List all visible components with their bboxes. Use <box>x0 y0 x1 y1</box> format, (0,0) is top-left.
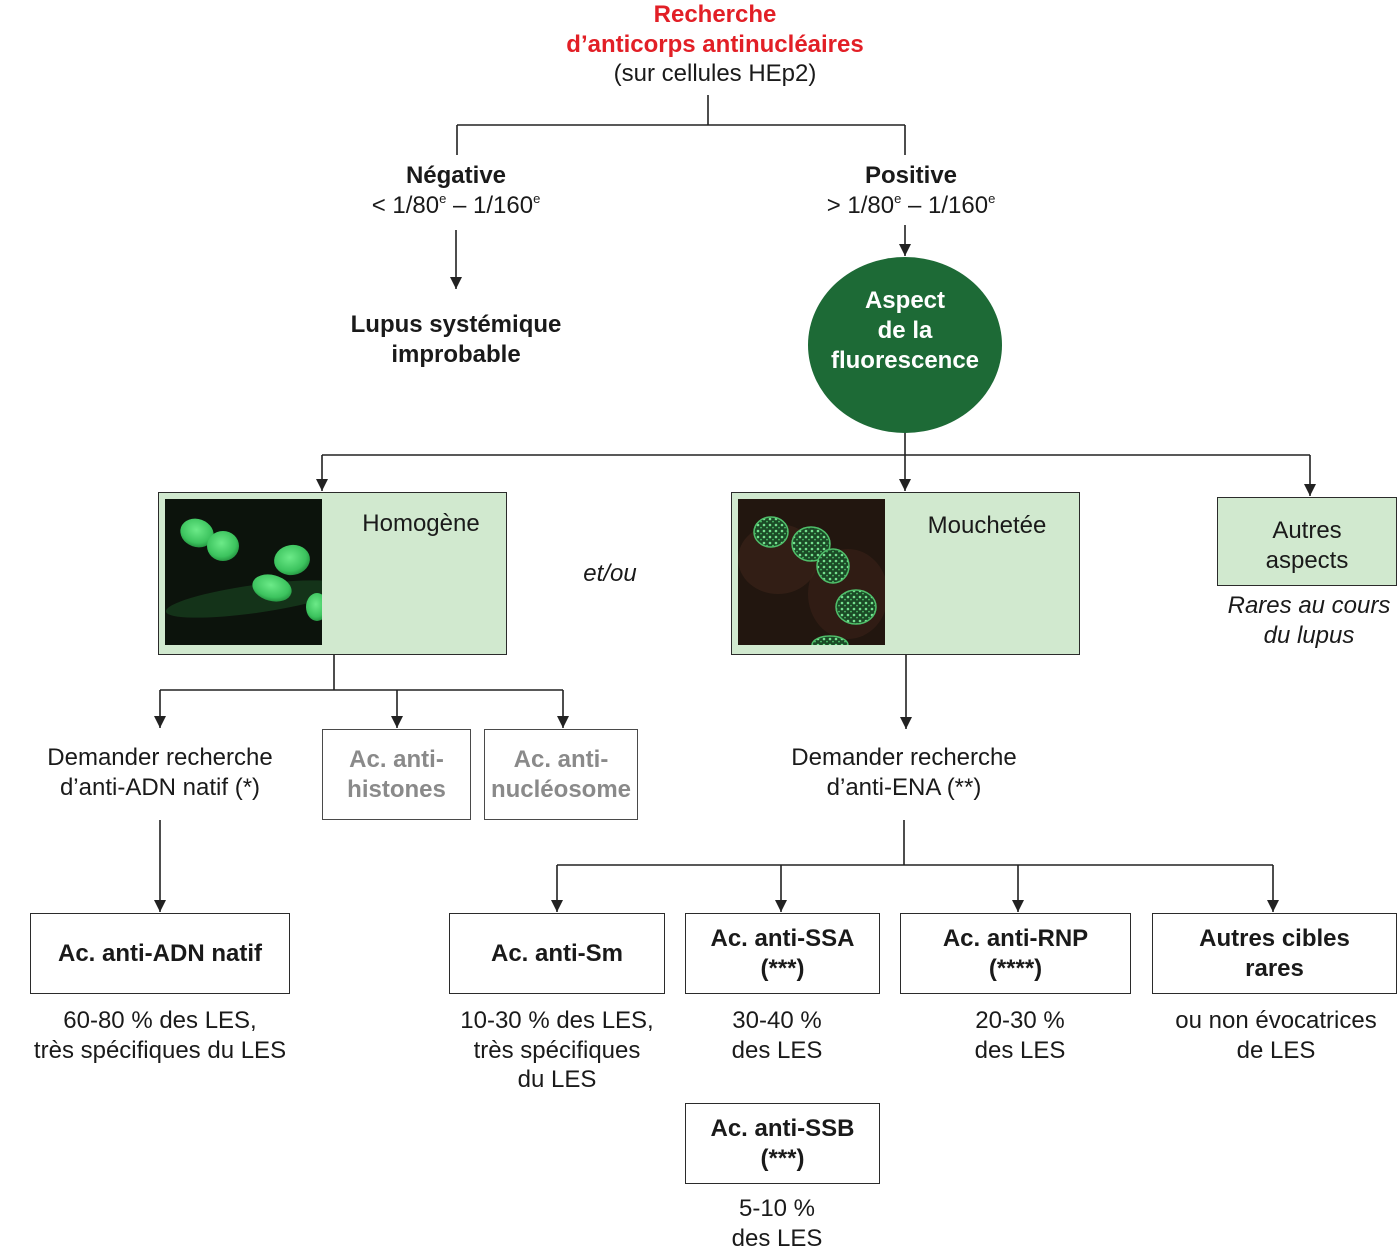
speckled-pattern-box: Mouchetée <box>731 492 1080 655</box>
ratio-text: < 1/80 <box>371 192 440 219</box>
anti-ssb-box: Ac. anti-SSB (***) <box>685 1103 880 1184</box>
micrograph-homogeneous-image <box>165 499 322 645</box>
anti-ssa-box: Ac. anti-SSA (***) <box>685 913 880 994</box>
other-patterns-line: Autres <box>1272 517 1342 544</box>
note-line: de LES <box>1236 1036 1316 1064</box>
cell-nucleus <box>252 574 292 602</box>
other-patterns-box: Autres aspects <box>1217 497 1397 586</box>
negative-label: Négative <box>405 162 507 189</box>
note-line: 30-40 % <box>732 1007 822 1034</box>
box-line: nucléosome <box>490 775 632 803</box>
anti-histones-box: Ac. anti- histones <box>322 729 471 820</box>
positive-label: Positive <box>864 162 958 189</box>
note-line: 20-30 % <box>975 1007 1065 1034</box>
box-line: Ac. anti-ADN natif <box>58 939 262 967</box>
cell-nucleus <box>816 548 850 584</box>
box-line: Ac. anti-SSA <box>710 924 855 952</box>
ratio-superscript: e <box>439 191 447 206</box>
lupus-improbable-conclusion: Lupus systémique improbable <box>351 310 562 370</box>
note-line: 5-10 % <box>738 1195 816 1222</box>
cell-nucleus <box>811 635 849 645</box>
box-line: Ac. anti- <box>513 745 609 773</box>
box-line: Ac. anti-RNP <box>942 924 1089 952</box>
box-line: Ac. anti- <box>349 745 444 773</box>
aspect-node-label: Aspect de la fluorescence <box>831 286 979 376</box>
homogeneous-label: Homogène <box>362 510 480 537</box>
title-subline: (sur cellules HEp2) <box>613 60 817 87</box>
conclusion-line: improbable <box>391 341 521 368</box>
request-anti-ena-text: Demander recherche d’anti-ENA (**) <box>791 743 1016 803</box>
request-line: Demander recherche <box>791 744 1017 771</box>
anti-nucleosome-box: Ac. anti- nucléosome <box>484 729 638 820</box>
aspect-node-ellipse <box>808 257 1002 433</box>
request-anti-dna-text: Demander recherche d’anti-ADN natif (*) <box>47 743 272 803</box>
diagram-title: Recherche d’anticorps antinucléaires (su… <box>566 0 863 89</box>
cell-nucleus <box>791 526 831 562</box>
aspect-line: de la <box>877 317 933 344</box>
box-line: Ac. anti-Sm <box>490 939 624 967</box>
anti-sm-box: Ac. anti-Sm <box>449 913 665 994</box>
other-rare-targets-note: ou non évocatrices de LES <box>1175 1006 1376 1065</box>
anti-sm-note: 10-30 % des LES, très spécifiques du LES <box>460 1006 653 1095</box>
request-line: d’anti-ENA (**) <box>826 774 982 801</box>
ratio-superscript: e <box>894 191 902 206</box>
note-line: très spécifiques <box>473 1036 641 1064</box>
box-line: histones <box>347 775 446 803</box>
ratio-text: – 1/160 <box>901 192 989 219</box>
cell-nucleus <box>207 531 239 561</box>
negative-result: Négative < 1/80e – 1/160e <box>372 161 541 221</box>
ratio-text: – 1/160 <box>446 192 534 219</box>
box-line: (****) <box>988 954 1043 982</box>
micrograph-speckled-image <box>738 499 885 645</box>
ratio-text: > 1/80 <box>826 192 895 219</box>
anti-dna-native-box: Ac. anti-ADN natif <box>30 913 290 994</box>
anti-rnp-note: 20-30 % des LES <box>975 1006 1066 1065</box>
cell-nucleus <box>180 518 214 548</box>
anti-ssa-note: 30-40 % des LES <box>732 1006 823 1065</box>
box-line: Autres cibles <box>1199 924 1350 952</box>
note-line: des LES <box>731 1224 823 1252</box>
box-line: Ac. anti-SSB <box>710 1114 855 1142</box>
ratio-superscript: e <box>533 191 541 206</box>
other-patterns-line: aspects <box>1265 547 1349 574</box>
aspect-line: Aspect <box>864 287 946 314</box>
other-rare-targets-box: Autres cibles rares <box>1152 913 1397 994</box>
aspect-line: fluorescence <box>830 347 980 374</box>
cell-nucleus <box>835 589 877 625</box>
note-line: très spécifiques du LES <box>33 1036 287 1064</box>
request-line: Demander recherche <box>47 744 273 771</box>
and-or-connector-text: et/ou <box>583 560 637 587</box>
ratio-superscript: e <box>988 191 996 206</box>
cell-nucleus <box>753 516 789 548</box>
cytoplasm-glow <box>165 580 322 618</box>
note-line: 10-30 % des LES, <box>460 1007 654 1034</box>
request-line: d’anti-ADN natif (*) <box>59 774 261 801</box>
positive-result: Positive > 1/80e – 1/160e <box>827 161 996 221</box>
note-line: 60-80 % des LES, <box>63 1007 257 1034</box>
cell-nucleus <box>274 544 310 576</box>
positive-ratio: > 1/80e – 1/160e <box>827 191 996 221</box>
title-line: Recherche <box>653 1 777 28</box>
title-line: d’anticorps antinucléaires <box>566 30 864 58</box>
note-line: du lupus <box>1263 622 1355 649</box>
note-line: du LES <box>517 1066 597 1093</box>
cell-nucleus <box>306 593 322 621</box>
homogeneous-pattern-box: Homogène <box>158 492 507 655</box>
note-line: Rares au cours <box>1227 592 1391 619</box>
speckled-label: Mouchetée <box>927 512 1047 539</box>
box-line: rares <box>1245 954 1304 982</box>
conclusion-line: Lupus systémique <box>350 311 562 338</box>
anti-rnp-box: Ac. anti-RNP (****) <box>900 913 1131 994</box>
other-patterns-note: Rares au cours du lupus <box>1228 591 1391 651</box>
note-line: ou non évocatrices <box>1175 1007 1377 1034</box>
box-line: (***) <box>760 954 805 982</box>
note-line: des LES <box>731 1036 823 1064</box>
box-line: (***) <box>760 1144 805 1172</box>
anti-ssb-note: 5-10 % des LES <box>732 1194 823 1253</box>
anti-dna-note: 60-80 % des LES, très spécifiques du LES <box>34 1006 286 1065</box>
negative-ratio: < 1/80e – 1/160e <box>372 191 541 221</box>
note-line: des LES <box>974 1036 1066 1064</box>
